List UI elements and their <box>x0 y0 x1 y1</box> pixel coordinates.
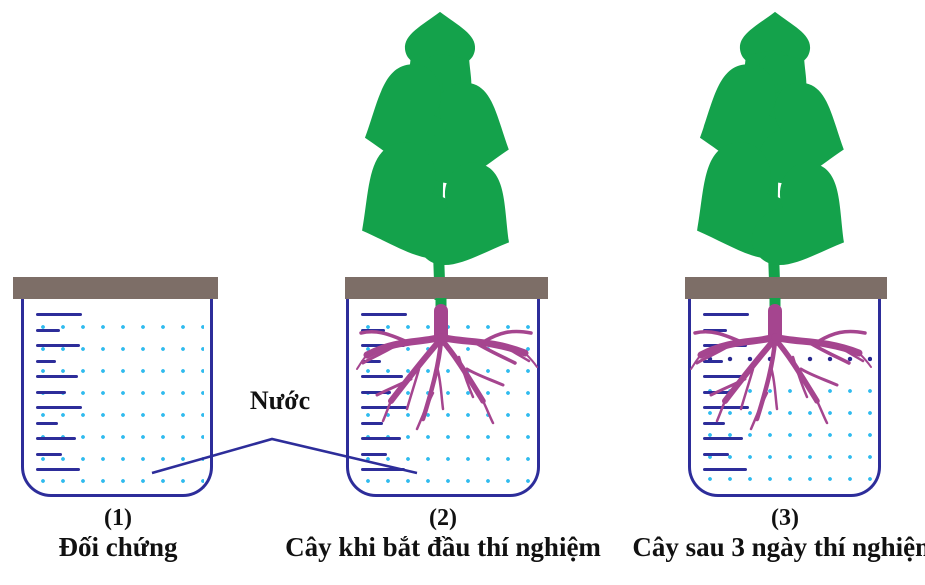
station-caption: (1) Đối chứng <box>0 505 308 563</box>
water-label: Nước <box>249 386 311 415</box>
pot-lid <box>685 277 887 299</box>
station-caption: (2) Cây khi bắt đầu thí nghiệm <box>253 505 633 563</box>
scale-marks <box>36 313 106 485</box>
station-number: (2) <box>429 505 457 531</box>
station-name: Cây khi bắt đầu thí nghiệm <box>285 532 601 563</box>
pot-lid <box>345 277 548 299</box>
station-number: (3) <box>771 505 799 531</box>
station-caption: (3) Cây sau 3 ngày thí nghiệm <box>595 505 925 563</box>
beaker: A <box>21 299 213 497</box>
root-system <box>687 297 873 449</box>
beaker: B <box>688 299 881 497</box>
plant-illustration <box>355 6 525 300</box>
station-number: (1) <box>104 505 132 531</box>
water-dots <box>697 375 872 486</box>
station-name: Đối chứng <box>58 532 178 563</box>
root-system <box>353 297 539 449</box>
water-surface-line <box>697 353 872 365</box>
station-start: B (2) Cây khi bắt đầu thí nghiệm <box>285 0 601 585</box>
plant-illustration <box>690 6 860 300</box>
station-name: Cây sau 3 ngày thí nghiệm <box>632 532 925 563</box>
station-after-3-days: B (3) Cây sau 3 ngày thí nghiệm <box>632 0 925 585</box>
pot-lid <box>13 277 218 299</box>
station-control: A (1) Đối chứng <box>13 0 218 585</box>
